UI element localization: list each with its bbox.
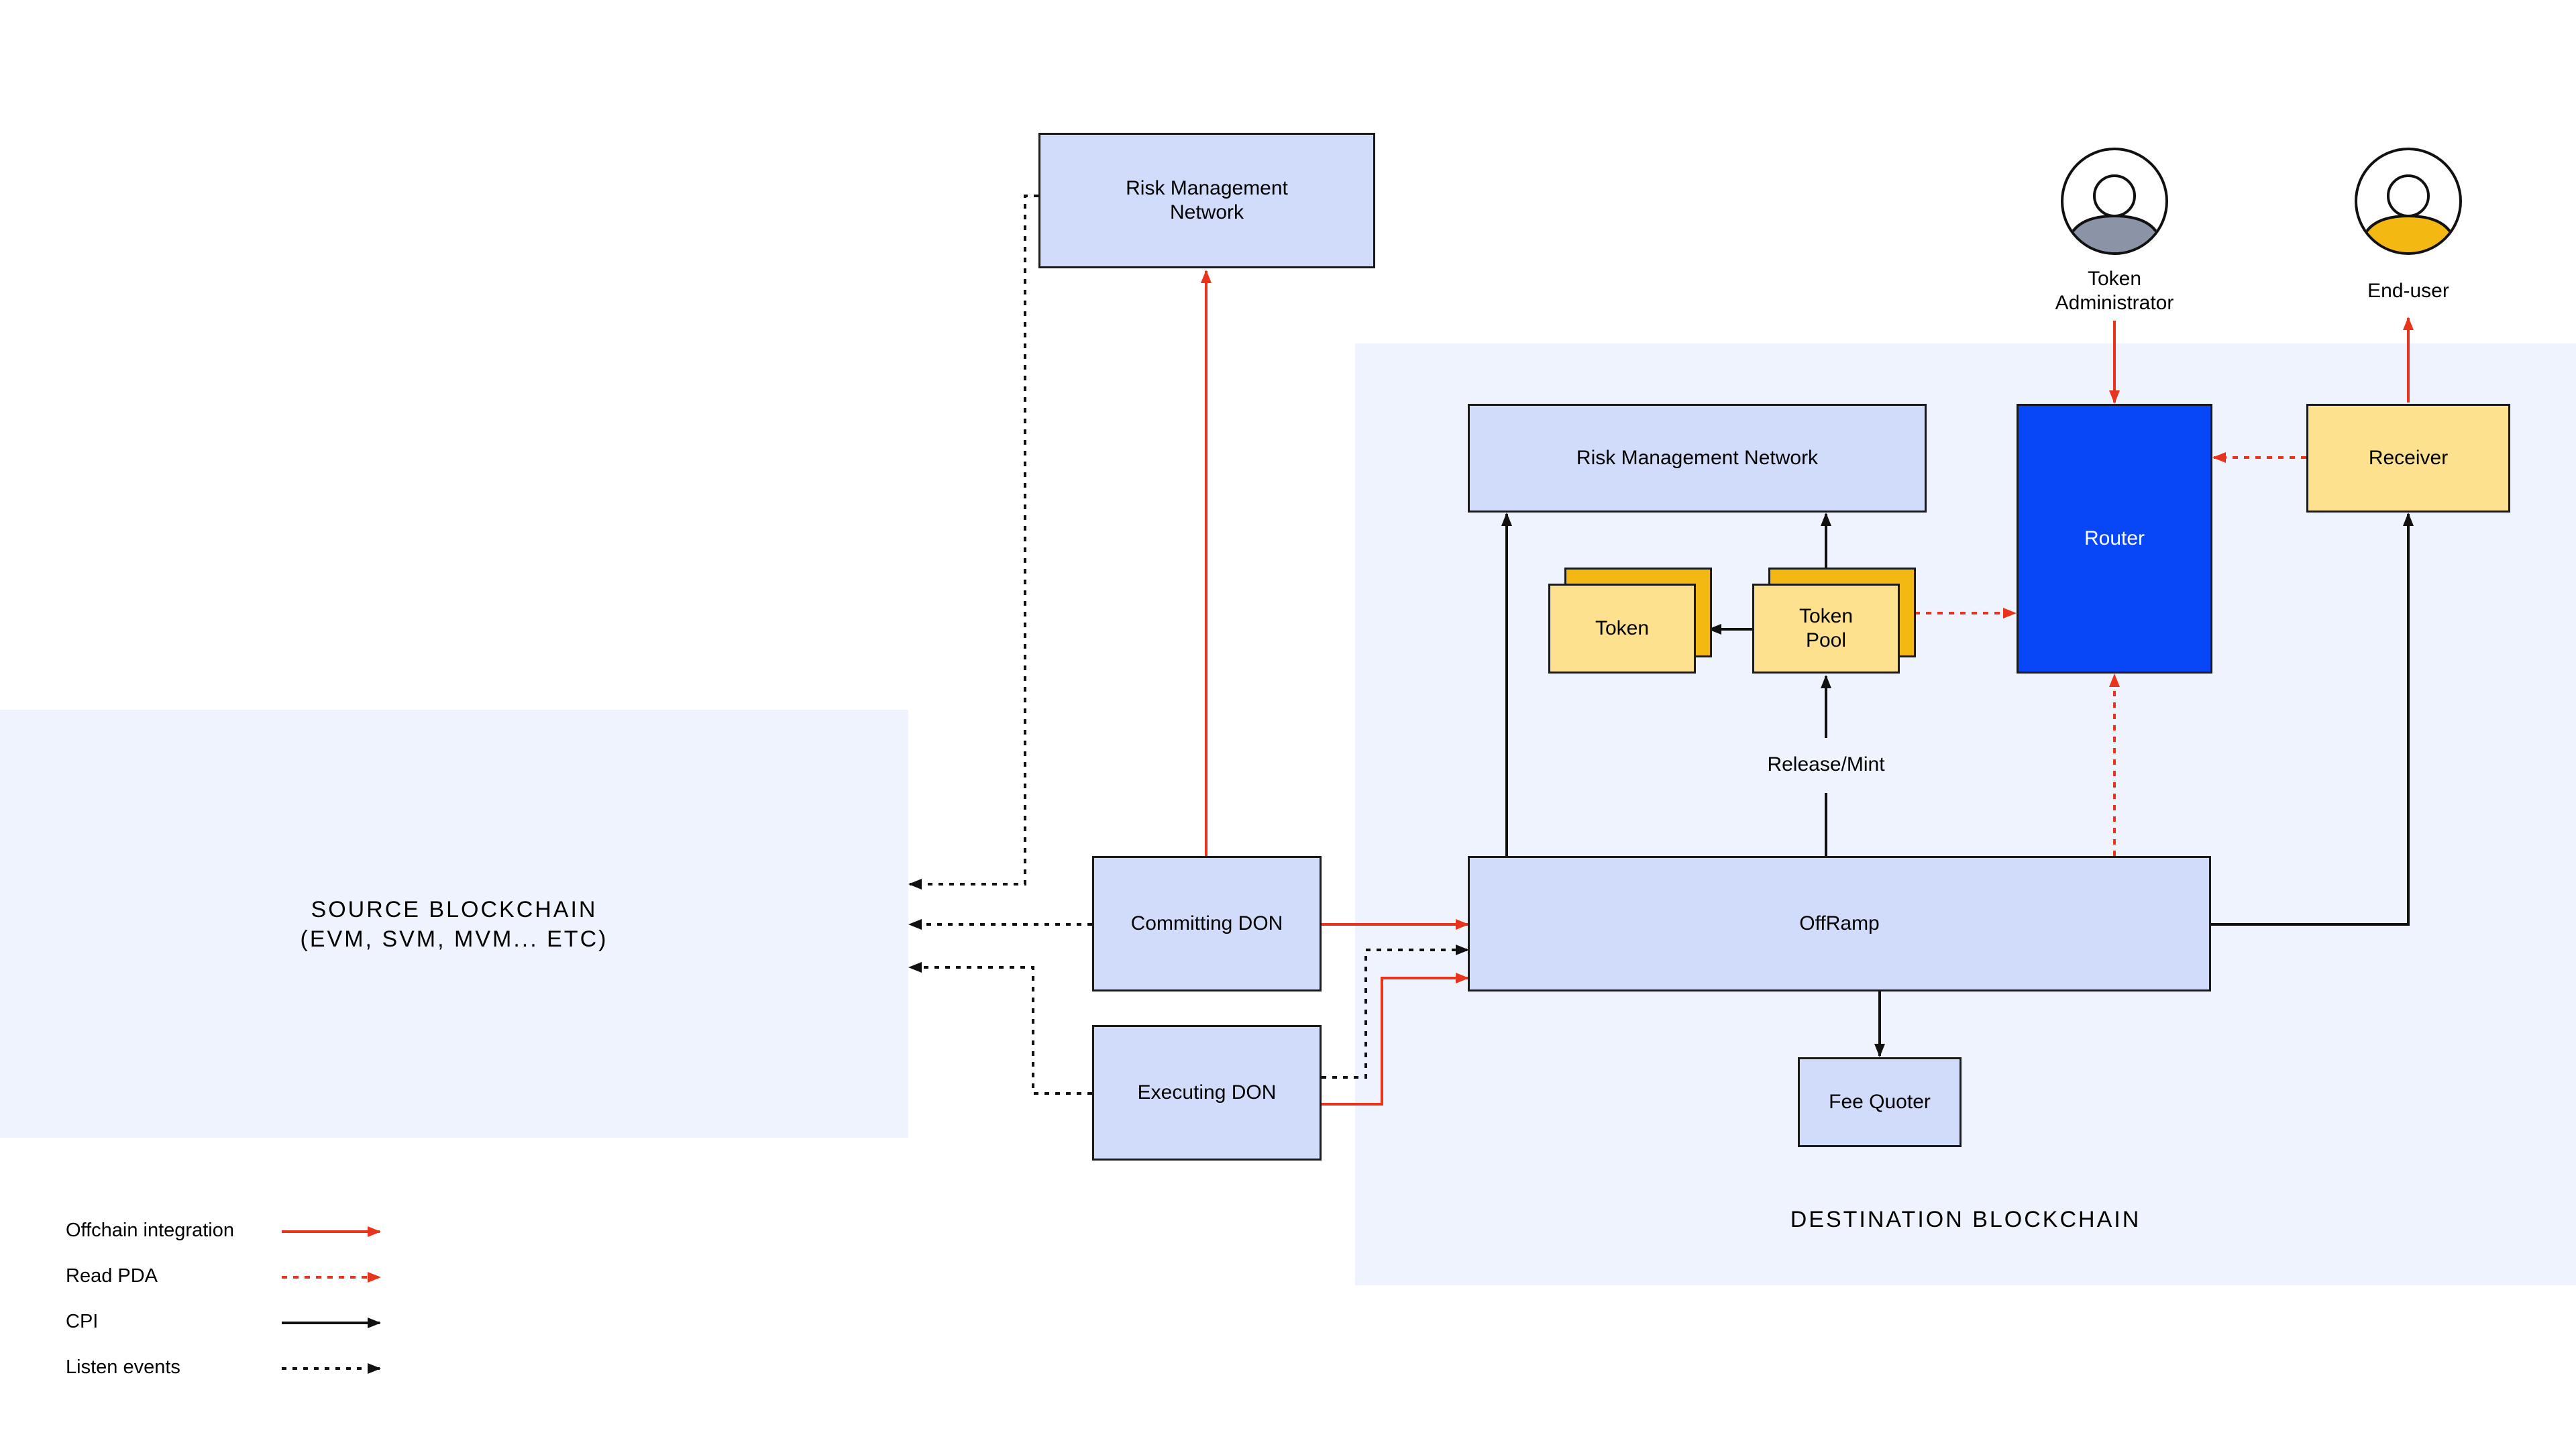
risk-management-network-offchain: Risk Management Network [1038,133,1375,268]
legend-label-cpi: CPI [66,1311,99,1332]
committing-don-node: Committing DON [1092,856,1322,991]
source-blockchain-region [0,710,908,1138]
edge-executing-listen-source [908,962,1092,1095]
legend-label-listen: Listen events [66,1356,180,1378]
offramp-node: OffRamp [1468,856,2211,991]
risk-management-network-onchain: Risk Management Network [1468,404,1927,513]
source-blockchain-title: SOURCE BLOCKCHAIN (EVM, SVM, MVM... ETC) [300,897,608,953]
edge-offramp-to-receiver [2210,513,2414,926]
token-administrator-avatar-icon [2061,148,2168,255]
token-node: Token [1548,584,1696,674]
release-mint-label: Release/Mint [1767,753,1885,775]
destination-blockchain-title: DESTINATION BLOCKCHAIN [1790,1207,2141,1232]
token-administrator-label: Token Administrator [2055,268,2174,314]
edge-executing-listen-offramp [1322,945,1469,1079]
executing-don-node: Executing DON [1092,1025,1322,1161]
end-user-label: End-user [2367,280,2449,302]
fee-quoter-node: Fee Quoter [1798,1057,1962,1147]
router-node: Router [2017,404,2212,674]
receiver-node: Receiver [2306,404,2510,513]
legend-label-offchain: Offchain integration [66,1220,234,1241]
legend-label-readpda: Read PDA [66,1265,158,1287]
token-pool-node: Token Pool [1752,584,1900,674]
edge-executing-to-offramp [1322,973,1469,1106]
edge-rmn-listen-source [908,195,1038,890]
end-user-avatar-icon [2355,148,2462,255]
